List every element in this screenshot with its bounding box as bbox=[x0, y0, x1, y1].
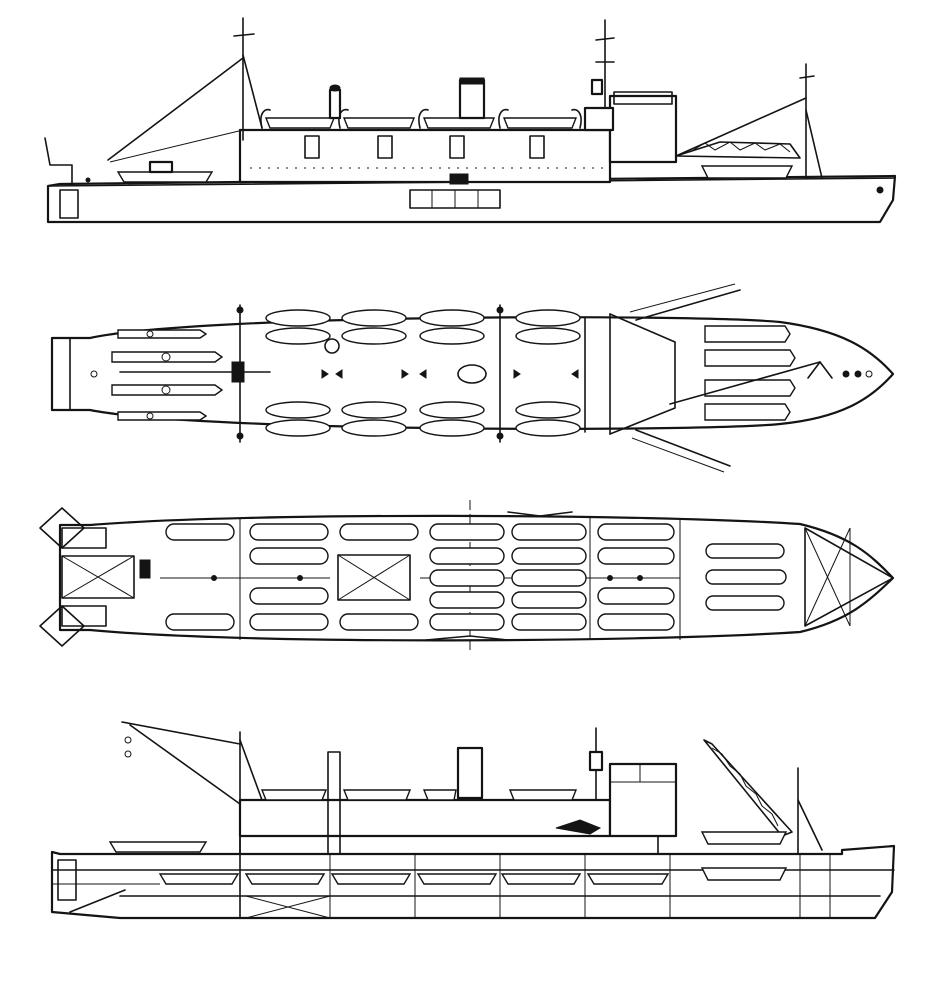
profile-derrick-bow bbox=[675, 97, 807, 157]
view-upper-profile bbox=[44, 17, 897, 224]
profile-crane-truss bbox=[675, 141, 801, 159]
upper-plan-crane-boom bbox=[669, 361, 821, 405]
profile-superstructure bbox=[238, 128, 612, 184]
upper-plan-stern-block bbox=[51, 337, 71, 411]
profile-hull bbox=[46, 174, 897, 224]
lower-plan-bow-truss bbox=[804, 527, 894, 627]
profile-bridge-block bbox=[608, 94, 678, 164]
profile-door bbox=[529, 135, 545, 159]
upper-plan-funnel bbox=[457, 364, 487, 384]
profile-vent bbox=[328, 88, 342, 120]
view-lower-deck-plan bbox=[39, 500, 895, 652]
profile-door bbox=[449, 135, 465, 159]
lower-plan-boats bbox=[165, 523, 787, 631]
inboard-crane-truss bbox=[703, 739, 793, 837]
upper-plan-bow-boats bbox=[704, 325, 796, 421]
profile-deck-boat-fwd bbox=[700, 165, 794, 179]
inboard-funnel bbox=[456, 746, 484, 800]
lower-plan-stern-hatch bbox=[61, 555, 135, 599]
profile-derrick-aft bbox=[107, 57, 244, 161]
profile-funnel-cap bbox=[459, 77, 485, 85]
profile-bridge-top bbox=[613, 91, 673, 105]
inboard-deck-boat-fwd bbox=[700, 831, 788, 845]
profile-door bbox=[377, 135, 393, 159]
view-inboard-profile bbox=[50, 721, 896, 920]
inboard-superstructure bbox=[238, 798, 612, 838]
lower-plan-main-hatch bbox=[337, 554, 411, 601]
profile-deck-boat-aft bbox=[116, 171, 214, 183]
upper-plan-boom-stbd bbox=[635, 429, 731, 467]
inboard-deck-boat-aft bbox=[108, 841, 208, 853]
upper-plan-stern-boats bbox=[111, 329, 224, 421]
inboard-bridge bbox=[608, 762, 678, 838]
inboard-hold-boats bbox=[158, 873, 670, 885]
profile-stern-door bbox=[59, 189, 79, 219]
view-upper-deck-plan bbox=[50, 283, 895, 473]
inboard-upper-boats bbox=[260, 789, 578, 801]
profile-wheelhouse bbox=[583, 106, 615, 132]
upper-plan-lifeboats bbox=[265, 309, 581, 437]
profile-funnel bbox=[458, 78, 486, 120]
upper-plan-boom-port bbox=[635, 289, 741, 321]
profile-door bbox=[304, 135, 320, 159]
inboard-trunk-aft bbox=[327, 751, 341, 855]
profile-lifeboats bbox=[260, 108, 582, 129]
